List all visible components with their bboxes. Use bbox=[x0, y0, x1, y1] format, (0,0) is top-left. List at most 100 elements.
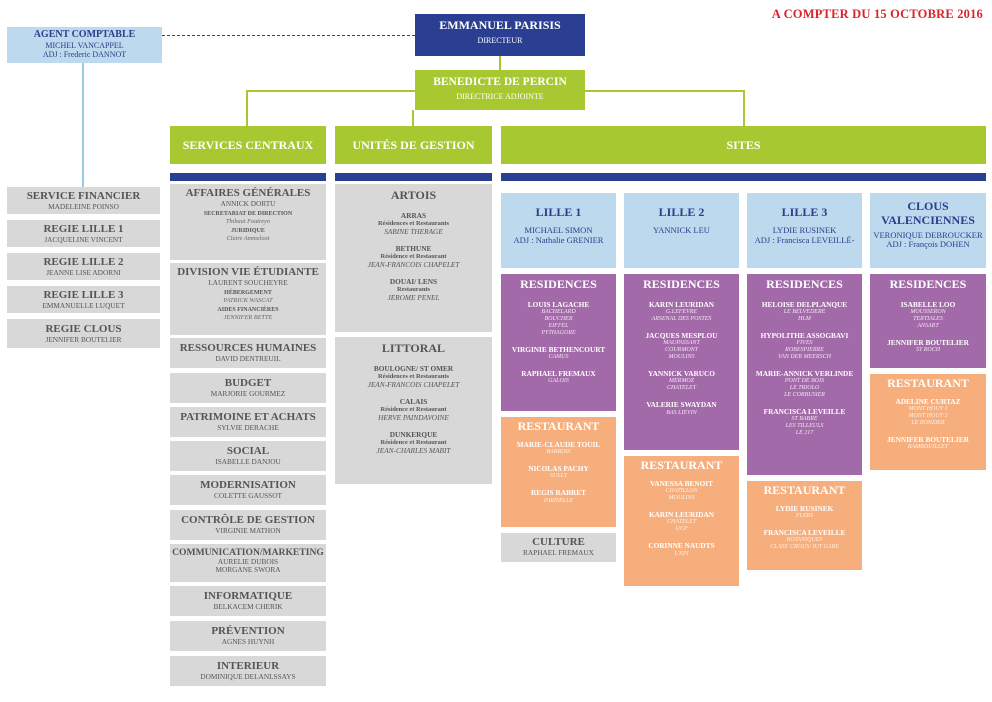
residence-manager: ISABELLE LOO bbox=[900, 299, 956, 309]
restaurant-manager: MARIE-CLAUDE TOUIL bbox=[516, 439, 601, 449]
restaurant-manager: VANESSA BENOIT bbox=[650, 478, 713, 488]
residence-place: BOUCHER bbox=[544, 316, 573, 323]
site-director: YANNICK LEU bbox=[653, 224, 710, 235]
finance-name: MADELEINE POINSO bbox=[48, 201, 119, 211]
site-lille2-header: LILLE 2 YANNICK LEU bbox=[624, 193, 739, 268]
restaurant-manager: KARIN LEURIDAN bbox=[648, 509, 715, 519]
secretariat-label: SECRETARIAT DE DIRECTION bbox=[203, 211, 293, 218]
restaurant-place: CLASS' CROUS/ IUT GARE bbox=[770, 544, 839, 551]
service-title: SOCIAL bbox=[226, 445, 270, 457]
restaurant-place: BARROIS bbox=[546, 449, 571, 456]
vie-name: LAURENT SOUCHEYRE bbox=[208, 277, 288, 287]
restaurant-place: SULLY bbox=[549, 473, 568, 480]
regie-title: REGIE LILLE 1 bbox=[43, 223, 124, 235]
site-title: LILLE 2 bbox=[658, 205, 705, 219]
agent-title: AGENT COMPTABLE bbox=[33, 29, 136, 40]
regie-title: REGIE LILLE 3 bbox=[43, 289, 124, 301]
residence-place: HLM bbox=[798, 316, 811, 323]
regie-box: REGIE CLOUS JENNIFER BOUTELIER bbox=[7, 319, 160, 348]
residence-place: LE BELVEDERE bbox=[783, 309, 826, 316]
unites-divider-bar bbox=[335, 173, 492, 181]
restaurant-place: FLERS bbox=[795, 513, 814, 520]
unit-manager: JEAN-FRANCOIS CHAPELET bbox=[367, 379, 460, 389]
service-title: BUDGET bbox=[224, 377, 272, 389]
finance-title: SERVICE FINANCIER bbox=[26, 190, 141, 202]
residence-manager: KARIN LEURIDAN bbox=[648, 299, 715, 309]
lille3-residences-box: RESIDENCES HELOISE DELPLANQUE LE BELVEDE… bbox=[747, 274, 862, 475]
service-box: PRÉVENTION AGNES HUYNH bbox=[170, 621, 326, 651]
regie-title: REGIE LILLE 2 bbox=[43, 256, 124, 268]
residence-manager: JACQUES MESPLOU bbox=[645, 330, 718, 340]
service-box: RESSOURCES HUMAINES DAVID DENTREUIL bbox=[170, 338, 326, 368]
affaires-name: ANNICK DORTU bbox=[220, 198, 276, 208]
residence-manager: JENNIFER BOUTELIER bbox=[887, 337, 969, 347]
residence-place: PONT DE BOIS bbox=[784, 378, 825, 385]
residences-title: RESIDENCES bbox=[643, 277, 720, 291]
residence-place: MOULINS bbox=[668, 354, 695, 361]
service-box: PATRIMOINE ET ACHATS SYLVIE DERACHE bbox=[170, 407, 326, 437]
restaurant-place: MONT HOUY 1 bbox=[908, 406, 948, 413]
residences-title: RESIDENCES bbox=[766, 277, 843, 291]
residences-title: RESIDENCES bbox=[889, 277, 967, 291]
services-divider-bar bbox=[170, 173, 326, 181]
littoral-box: LITTORAL BOULOGNE/ ST OMER Résidences et… bbox=[335, 337, 492, 484]
site-adjoint: ADJ : Nathalie GRENIER bbox=[513, 234, 604, 245]
director-name: EMMANUEL PARISIS bbox=[439, 18, 561, 32]
services-vertical-connector bbox=[246, 90, 248, 126]
regie-box: REGIE LILLE 1 JACQUELINE VINCENT bbox=[7, 220, 160, 247]
service-title: INTERIEUR bbox=[216, 660, 280, 672]
service-name: ISABELLE DANJOU bbox=[215, 456, 281, 466]
restaurant-title: RESTAURANT bbox=[517, 419, 600, 433]
service-box: INTERIEUR DOMINIQUE DELANLSSAYS bbox=[170, 656, 326, 686]
services-centraux-header: SERVICES CENTRAUX bbox=[170, 126, 326, 164]
restaurant-place: L'EPI bbox=[674, 550, 689, 557]
service-title: PRÉVENTION bbox=[211, 625, 285, 637]
regie-box: REGIE LILLE 2 JEANNE LISE ADORNI bbox=[7, 253, 160, 280]
lille2-restaurant-box: RESTAURANT VANESSA BENOIT CHATILLON MOUL… bbox=[624, 456, 739, 586]
residence-place: BAS LIEVIN bbox=[666, 409, 697, 416]
vie-title: DIVISION VIE ÉTUDIANTE bbox=[177, 266, 319, 278]
unit-manager: JEAN-CHARLES MABIT bbox=[376, 445, 451, 455]
regie-name: JACQUELINE VINCENT bbox=[44, 234, 123, 244]
service-name: AGNES HUYNH bbox=[221, 636, 275, 646]
agent-vertical-connector bbox=[82, 63, 84, 187]
juridique-label: JURIDIQUE bbox=[231, 228, 265, 235]
service-name: VIRGINIE MATHON bbox=[215, 525, 281, 535]
unites-gestion-header: UNITÉS DE GESTION bbox=[335, 126, 492, 164]
residence-place: CAMUS bbox=[548, 354, 569, 361]
restaurant-place: BOTANIQUES bbox=[786, 537, 823, 544]
unit-city: BETHUNE bbox=[395, 243, 432, 253]
restaurant-place: MOULINS bbox=[668, 495, 695, 502]
service-name-2: MORGANE SWORA bbox=[215, 565, 281, 575]
finance-box: SERVICE FINANCIER MADELEINE POINSO bbox=[7, 187, 160, 214]
unit-type: Résidences et Restaurants bbox=[378, 220, 449, 228]
residence-place: G.LEFEVRE bbox=[665, 309, 698, 316]
residence-manager: MARIE-ANNICK VERLINDE bbox=[755, 369, 854, 379]
site-lille3-header: LILLE 3 LYDIE RUSINEK ADJ : Francisca LE… bbox=[747, 193, 862, 268]
service-title: PATRIMOINE ET ACHATS bbox=[180, 411, 316, 423]
residence-place: COURMONT bbox=[664, 347, 698, 354]
dashed-connector bbox=[162, 35, 415, 36]
unites-vertical-connector bbox=[412, 110, 414, 126]
unit-city: CALAIS bbox=[399, 396, 428, 406]
site-title: LILLE 1 bbox=[535, 205, 582, 219]
residence-place: LE TRIOLO bbox=[789, 385, 820, 392]
service-box: SOCIAL ISABELLE DANJOU bbox=[170, 441, 326, 471]
valenciennes-residences-box: RESIDENCES ISABELLE LOO MOUSSERON TERTIA… bbox=[870, 274, 986, 368]
unit-city: DOUAI/ LENS bbox=[389, 277, 438, 287]
residences-title: RESIDENCES bbox=[520, 277, 597, 291]
restaurant-manager: FRANCISCA LEVEILLE bbox=[763, 528, 846, 538]
restaurant-manager: ADELINE CURTAZ bbox=[895, 396, 961, 406]
restaurant-title: RESTAURANT bbox=[640, 458, 723, 472]
residence-place: ST ROCH bbox=[915, 347, 941, 354]
sites-vertical-connector bbox=[743, 90, 745, 126]
service-name: DOMINIQUE DELANLSSAYS bbox=[200, 671, 296, 681]
residence-place: ROBESPIERRE bbox=[785, 347, 824, 354]
lille1-residences-box: RESIDENCES LOUIS LAGACHE BACHELARD BOUCH… bbox=[501, 274, 616, 411]
sites-header: SITES bbox=[501, 126, 986, 164]
unit-type: Restaurants bbox=[396, 286, 431, 294]
restaurant-place: UCP bbox=[675, 526, 688, 533]
aides-name: JENNIFER BETTE bbox=[223, 314, 273, 322]
service-name: DAVID DENTREUIL bbox=[215, 353, 281, 363]
residence-manager: YANNICK VARUCO bbox=[648, 369, 715, 379]
